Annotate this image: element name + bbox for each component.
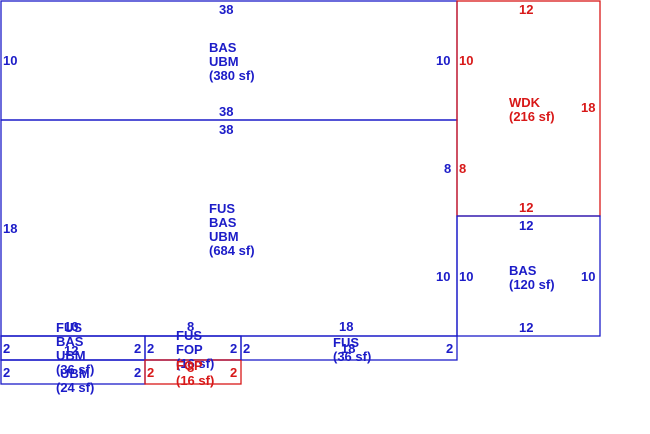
area-label-line: UBM bbox=[209, 229, 239, 244]
area-label-line: FUS bbox=[333, 335, 359, 350]
area-outlines bbox=[0, 0, 601, 385]
area-label-line: UBM bbox=[209, 54, 239, 69]
dimension-label: 10 bbox=[436, 53, 450, 68]
dimension-label: 10 bbox=[459, 269, 473, 284]
dimension-label: 10 bbox=[64, 319, 78, 334]
dimension-label: 2 bbox=[3, 365, 10, 380]
dimension-label: 12 bbox=[519, 2, 533, 17]
dimension-label: 12 bbox=[64, 343, 78, 358]
dimension-label: 18 bbox=[3, 221, 17, 236]
dimension-label: 2 bbox=[243, 341, 250, 356]
dimension-label: 12 bbox=[519, 200, 533, 215]
area-label-line: FOP bbox=[176, 342, 203, 357]
area-label-line: FUS bbox=[176, 328, 202, 343]
dimension-label: 38 bbox=[219, 122, 233, 137]
area-label-line: (684 sf) bbox=[209, 243, 255, 258]
dimension-label: 2 bbox=[230, 341, 237, 356]
dimension-label: 8 bbox=[187, 360, 194, 375]
area-label-line: (36 sf) bbox=[333, 349, 371, 364]
dimension-label: 8 bbox=[187, 319, 194, 334]
dimension-label: 2 bbox=[3, 341, 10, 356]
dimension-label: 2 bbox=[134, 365, 141, 380]
outline-bas-right bbox=[456, 215, 601, 337]
area-label-line: BAS bbox=[509, 263, 537, 278]
dimension-label: 2 bbox=[147, 341, 154, 356]
dimension-label: 18 bbox=[341, 341, 355, 356]
dimension-label: 38 bbox=[219, 104, 233, 119]
area-label-line: FUS bbox=[209, 201, 235, 216]
dimension-label: 38 bbox=[219, 2, 233, 17]
area-label-line: UBM bbox=[60, 366, 90, 381]
dimension-label: 2 bbox=[446, 341, 453, 356]
area-label-line: (16 sf) bbox=[176, 356, 214, 371]
dimension-label: 2 bbox=[134, 341, 141, 356]
dimension-label: 10 bbox=[581, 269, 595, 284]
area-label-line: UBM bbox=[56, 348, 86, 363]
outline-fop-red bbox=[144, 359, 242, 385]
area-label-line: FOP bbox=[176, 358, 203, 373]
area-label-line: (16 sf) bbox=[176, 373, 214, 388]
area-label-line: (120 sf) bbox=[509, 277, 555, 292]
dimension-label: 18 bbox=[581, 100, 595, 115]
dimension-label: 12 bbox=[519, 218, 533, 233]
dimension-label: 12 bbox=[519, 320, 533, 335]
dimension-label: 10 bbox=[3, 53, 17, 68]
dimension-label: 18 bbox=[339, 319, 353, 334]
area-label-line: (380 sf) bbox=[209, 68, 255, 83]
dimension-label: 8 bbox=[444, 161, 451, 176]
area-label-line: WDK bbox=[509, 95, 541, 110]
area-label-line: BAS bbox=[209, 215, 237, 230]
area-label-line: BAS bbox=[209, 40, 237, 55]
dimension-label: 10 bbox=[459, 53, 473, 68]
area-label-line: FUS bbox=[56, 320, 82, 335]
dimension-label: 2 bbox=[230, 365, 237, 380]
area-label-line: (36 sf) bbox=[56, 362, 94, 377]
area-label-line: (24 sf) bbox=[56, 380, 94, 395]
dimension-label: 10 bbox=[436, 269, 450, 284]
area-label-line: (216 sf) bbox=[509, 109, 555, 124]
area-label-line: BAS bbox=[56, 334, 84, 349]
dimension-label: 2 bbox=[147, 365, 154, 380]
dimension-label: 8 bbox=[459, 161, 466, 176]
